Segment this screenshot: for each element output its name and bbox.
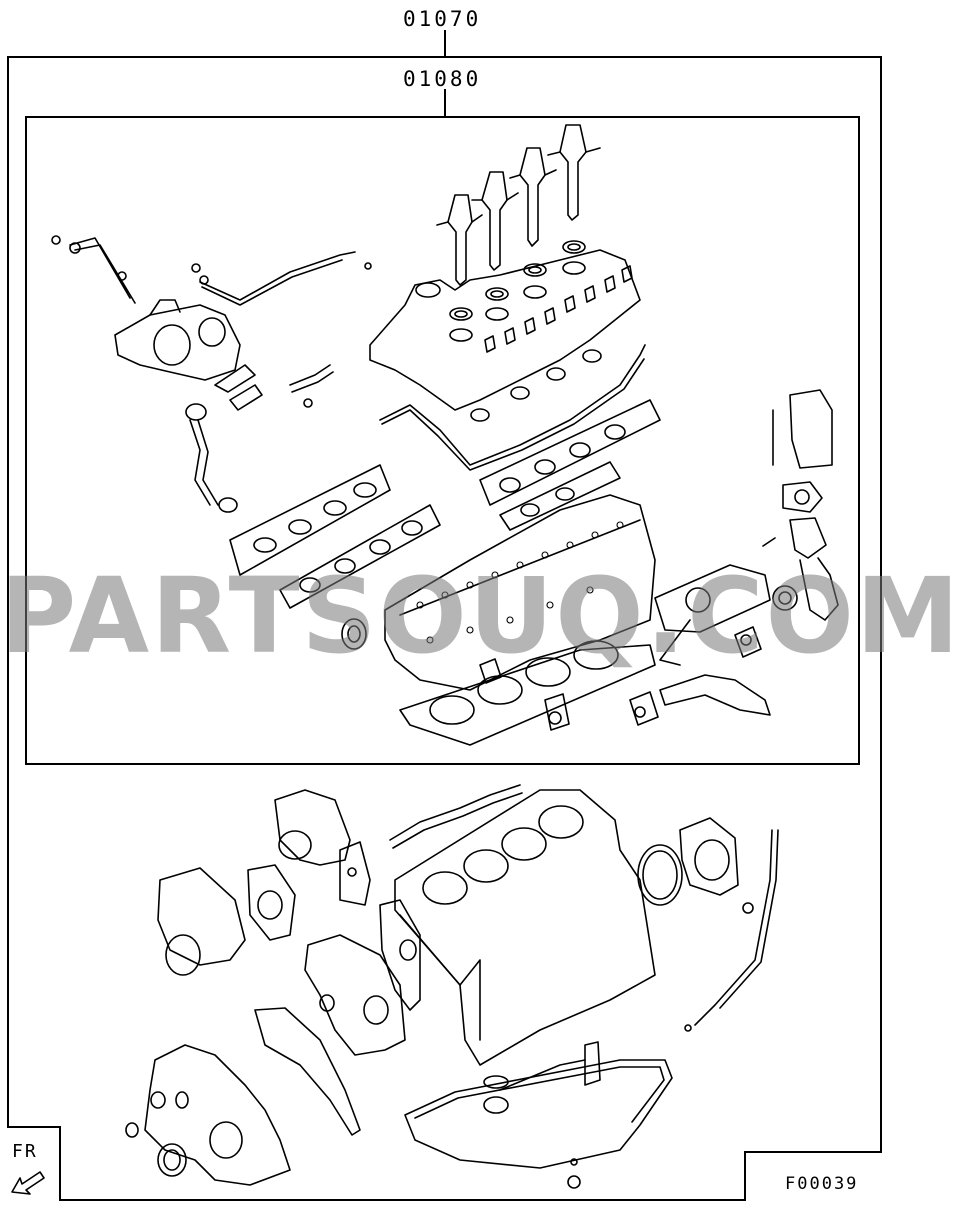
cylinder-head bbox=[384, 494, 656, 691]
oil-strainer bbox=[483, 1041, 601, 1114]
timing-belt-cover-gasket bbox=[254, 1007, 361, 1136]
oil-pan-gasket bbox=[404, 1059, 673, 1169]
thermostat-case bbox=[157, 867, 246, 976]
crankshaft-rear-seal bbox=[637, 844, 683, 906]
egr-misc-gaskets bbox=[479, 658, 570, 731]
timing-belt-cover bbox=[144, 1044, 291, 1186]
water-pipe bbox=[289, 364, 334, 393]
outer-kit-part-number[interactable]: 01070 bbox=[403, 7, 482, 31]
valve-cover-gasket bbox=[379, 344, 646, 471]
water-pump bbox=[274, 789, 351, 866]
front-oil-seal bbox=[319, 994, 335, 1012]
crank-pulley-seal bbox=[157, 1143, 187, 1177]
inner-kit-boundary bbox=[25, 116, 860, 765]
front-case bbox=[304, 934, 406, 1056]
egr-valve-gasket bbox=[772, 389, 839, 621]
fuel-injectors bbox=[436, 124, 601, 342]
oil-pump-gasket bbox=[247, 864, 296, 941]
inner-kit-part-number[interactable]: 01080 bbox=[403, 67, 482, 91]
oil-level-gauge-guide bbox=[694, 829, 779, 1026]
turbocharger bbox=[114, 299, 241, 381]
front-case-gasket bbox=[379, 899, 421, 1011]
seal-ring bbox=[150, 1091, 166, 1109]
figure-code: F00039 bbox=[785, 1174, 859, 1194]
egr-cooler bbox=[629, 537, 798, 726]
front-direction-label: FR bbox=[12, 1141, 38, 1162]
cylinder-block bbox=[394, 789, 656, 1066]
valve-cover bbox=[369, 249, 641, 422]
exhaust-manifold-gasket bbox=[229, 464, 441, 609]
cylinder-head-gasket bbox=[399, 640, 656, 746]
water-bypass-hose bbox=[389, 784, 523, 849]
turbo-oil-line bbox=[199, 251, 356, 306]
camshaft-seal bbox=[341, 618, 367, 650]
front-direction-arrow-icon bbox=[11, 1171, 45, 1195]
outer-kit-boundary bbox=[7, 56, 882, 1201]
drain-plug-gasket bbox=[567, 1175, 581, 1189]
rear-oil-seal-case bbox=[679, 817, 754, 914]
water-pump-gasket bbox=[339, 841, 371, 906]
turbo-oil-return-pipe bbox=[189, 419, 219, 506]
intake-manifold-gasket bbox=[479, 399, 661, 531]
